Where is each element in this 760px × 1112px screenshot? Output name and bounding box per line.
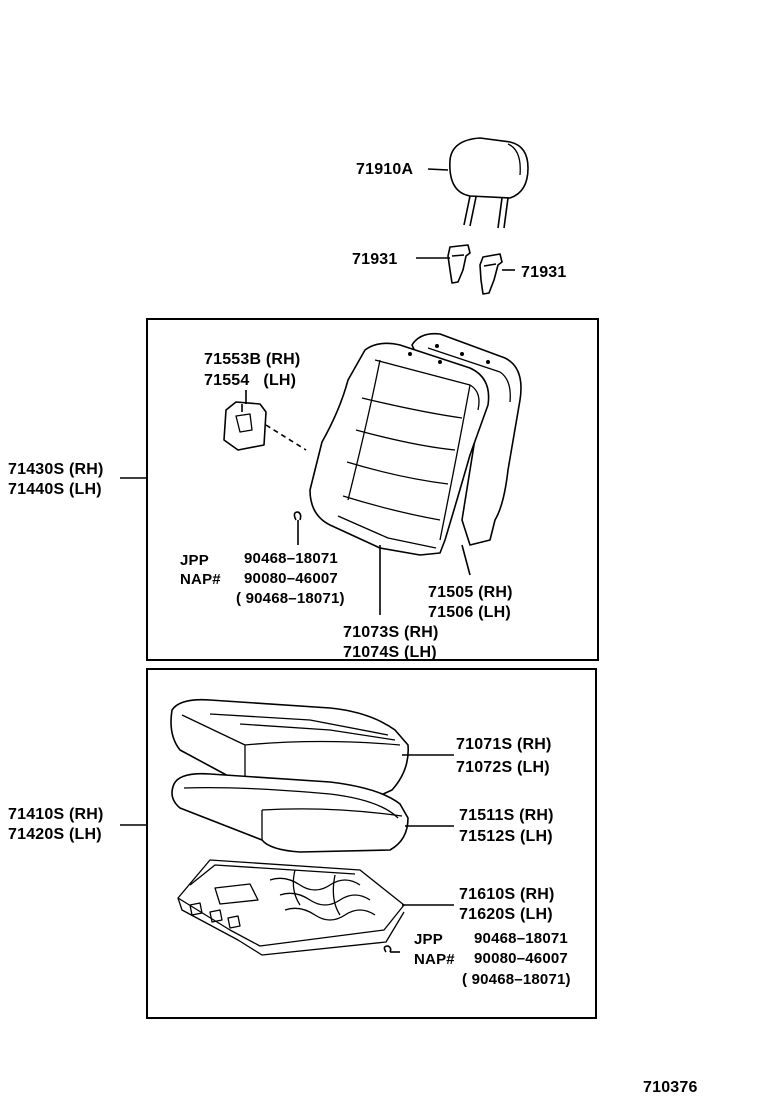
seatback-pad-rh-label[interactable]: 71505 (RH): [428, 584, 513, 601]
cushion-hog-ring-jpp-label: JPP: [414, 931, 443, 948]
hog-ring-back-drawing[interactable]: [293, 511, 302, 521]
cushion-frame-drawing[interactable]: [177, 859, 405, 956]
cushion-pad-lh-label[interactable]: 71512S (LH): [459, 828, 553, 845]
back-hog-ring-jpp-number[interactable]: 90468–18071: [244, 550, 338, 567]
back-hog-ring-nap-number[interactable]: 90080–46007: [244, 570, 338, 587]
hinge-cover-rh-label[interactable]: 71553B (RH): [204, 351, 301, 368]
back-hog-ring-alt-number[interactable]: ( 90468–18071): [236, 590, 345, 607]
seatback-assy-rh-label[interactable]: 71430S (RH): [8, 461, 104, 478]
headrest-drawing[interactable]: [449, 137, 529, 229]
cushion-hog-ring-alt-number[interactable]: ( 90468–18071): [462, 971, 571, 988]
cushion-hog-ring-nap-number[interactable]: 90080–46007: [474, 950, 568, 967]
headrest-support-right-drawing[interactable]: [479, 253, 503, 295]
hinge-cover-lh-label[interactable]: 71554 (LH): [204, 372, 297, 389]
cushion-pad-rh-label[interactable]: 71511S (RH): [459, 807, 554, 824]
seatback-pad-lh-label[interactable]: 71506 (LH): [428, 604, 511, 621]
back-hog-ring-nap-label: NAP#: [180, 571, 221, 588]
leader-headrest: [427, 168, 449, 171]
cushion-assy-rh-label[interactable]: 71410S (RH): [8, 806, 104, 823]
headrest-part-label[interactable]: 71910A: [356, 161, 414, 178]
seatback-group-box: [146, 318, 599, 661]
support-right-part-label[interactable]: 71931: [521, 264, 567, 281]
cushion-group-box: [146, 668, 597, 1019]
cushion-hog-ring-jpp-number[interactable]: 90468–18071: [474, 930, 568, 947]
hog-ring-cushion-drawing[interactable]: [383, 945, 392, 953]
dashed-hinge-line: [265, 424, 307, 451]
cushion-frame-rh-label[interactable]: 71610S (RH): [459, 886, 555, 903]
cushion-pad-drawing[interactable]: [171, 772, 409, 853]
headrest-support-left-drawing[interactable]: [447, 244, 471, 284]
cushion-cover-lh-label[interactable]: 71072S (LH): [456, 759, 550, 776]
cushion-cover-rh-label[interactable]: 71071S (RH): [456, 736, 552, 753]
back-hog-ring-jpp-label: JPP: [180, 552, 209, 569]
cushion-frame-lh-label[interactable]: 71620S (LH): [459, 906, 553, 923]
seatback-cover-rh-label[interactable]: 71073S (RH): [343, 624, 439, 641]
seatback-assy-lh-label[interactable]: 71440S (LH): [8, 481, 102, 498]
cushion-hog-ring-nap-label: NAP#: [414, 951, 455, 968]
hinge-cover-drawing[interactable]: [223, 401, 267, 451]
support-left-part-label[interactable]: 71931: [352, 251, 398, 268]
cushion-assy-lh-label[interactable]: 71420S (LH): [8, 826, 102, 843]
seatback-cover-lh-label[interactable]: 71074S (LH): [343, 644, 437, 661]
seatback-cover-drawing[interactable]: [309, 342, 490, 556]
leader-pad-back: [461, 544, 471, 576]
diagram-id-label: 710376: [643, 1079, 698, 1096]
